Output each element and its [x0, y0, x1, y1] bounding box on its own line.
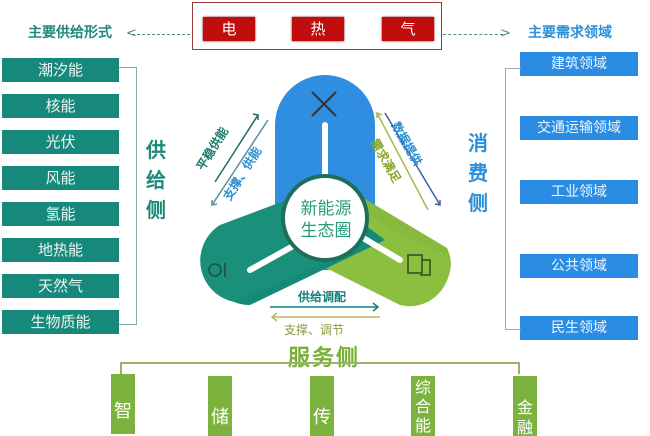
arrow-left-icon: <: [126, 26, 137, 41]
center-line1: 新能源: [300, 199, 352, 219]
ecosystem-graphic: [200, 75, 451, 322]
service-item: 储: [208, 376, 232, 436]
demand-title: 主要需求领域: [528, 25, 612, 41]
supply-bracket: [119, 67, 137, 325]
center-circle: [281, 174, 369, 262]
side-char: 供: [146, 138, 166, 162]
carrier-heat: 热: [292, 17, 344, 41]
supply-item: 光伏: [2, 130, 119, 154]
supply-item: 核能: [2, 94, 119, 118]
service-title: 服务侧: [288, 346, 361, 371]
demand-bracket: [505, 68, 521, 330]
service-item: 综合能: [411, 376, 435, 436]
service-item: 金融: [513, 376, 537, 436]
service-item: 智: [111, 374, 135, 434]
supply-side-label: 供 给 侧: [144, 135, 168, 225]
supply-item: 氢能: [2, 202, 119, 226]
supply-item: 风能: [2, 166, 119, 190]
center-line2: 生态圈: [300, 221, 352, 241]
side-char: 侧: [468, 191, 488, 215]
supply-dashed-arrow: [132, 34, 190, 35]
label-supply-dispatch: 供给调配: [298, 290, 347, 304]
demand-item: 工业领域: [520, 180, 638, 204]
supply-item: 生物质能: [2, 310, 119, 334]
supply-item: 天然气: [2, 274, 119, 298]
supply-item: 地热能: [2, 238, 119, 262]
energy-meter-icon: [208, 263, 226, 277]
center-label: 新能源 生态圈: [288, 198, 364, 242]
service-item: 传: [310, 376, 334, 436]
demand-item: 建筑领域: [520, 52, 638, 76]
side-char: 消: [468, 131, 488, 155]
side-char: 给: [146, 168, 166, 192]
demand-side-label: 消 费 侧: [466, 128, 490, 218]
arrow-support-supply: [211, 119, 269, 206]
arrow-stable-supply: [214, 114, 259, 183]
demand-item: 公共领域: [520, 254, 638, 278]
arrow-right-icon: >: [500, 26, 511, 41]
arrow-data-provide: [384, 112, 441, 206]
carrier-gas: 气: [382, 17, 434, 41]
demand-item: 交通运输领域: [520, 116, 638, 140]
energy-carrier-box: 电 热 气: [192, 2, 442, 50]
supply-title: 主要供给形式: [28, 25, 112, 41]
demand-item: 民生领域: [520, 316, 638, 340]
side-char: 费: [468, 161, 488, 185]
tools-icon: [311, 91, 337, 117]
arrow-demand-meet: [376, 112, 429, 211]
supply-item: 潮汐能: [2, 58, 119, 82]
carrier-electricity: 电: [203, 17, 255, 41]
side-char: 侧: [146, 198, 166, 222]
building-map-icon: [407, 254, 431, 276]
service-bracket: [120, 362, 520, 374]
demand-dashed-arrow: [443, 34, 503, 35]
label-support-regulate: 支撑、调节: [284, 323, 345, 337]
